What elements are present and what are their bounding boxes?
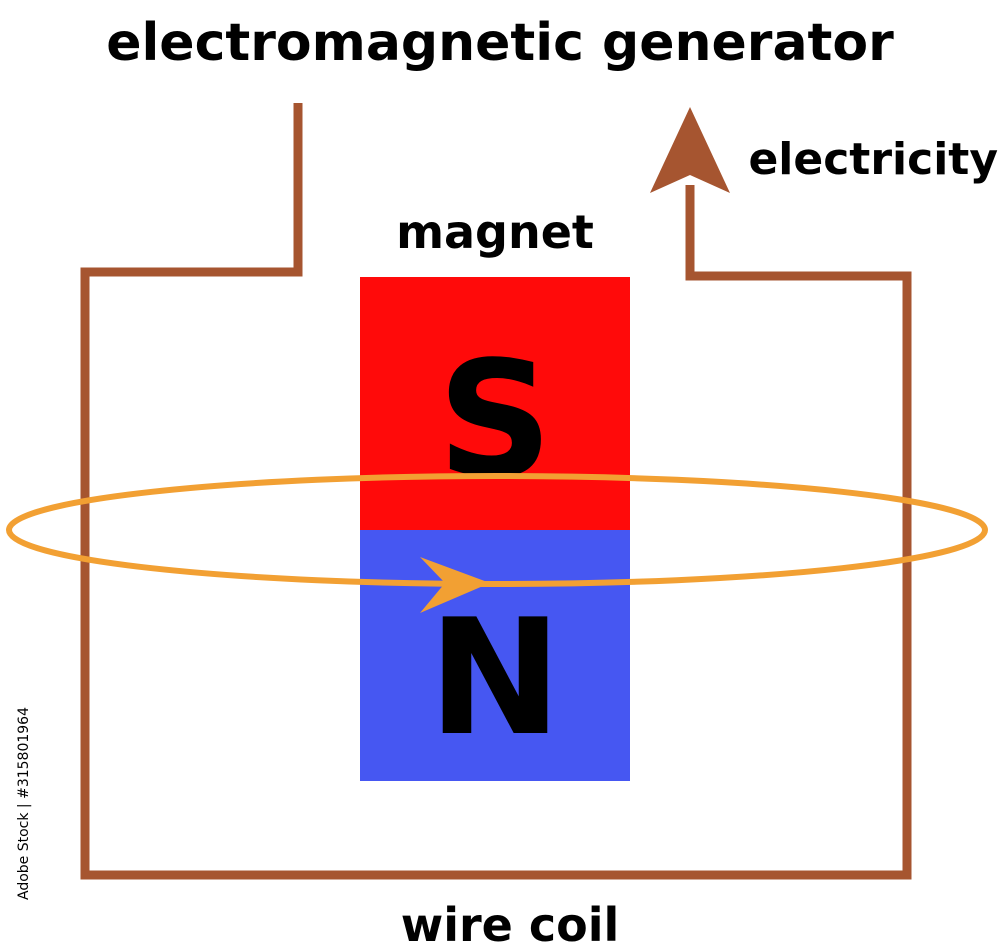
rotation-arrow-icon <box>420 557 490 613</box>
wire-coil-label: wire coil <box>401 898 620 947</box>
rotation-orbit <box>6 473 988 587</box>
south-pole-letter: S <box>437 326 552 513</box>
magnet-south-pole <box>360 277 630 530</box>
magnet-north-pole <box>360 530 630 781</box>
magnet-label: magnet <box>396 205 594 259</box>
north-pole-letter: N <box>428 584 562 771</box>
diagram-title: electromagnetic generator <box>106 13 894 73</box>
wire-coil-circuit <box>80 103 912 880</box>
stock-watermark: Adobe Stock | #315801964 <box>16 707 32 900</box>
electricity-arrow-icon <box>650 107 730 193</box>
electricity-label: electricity <box>748 134 998 185</box>
